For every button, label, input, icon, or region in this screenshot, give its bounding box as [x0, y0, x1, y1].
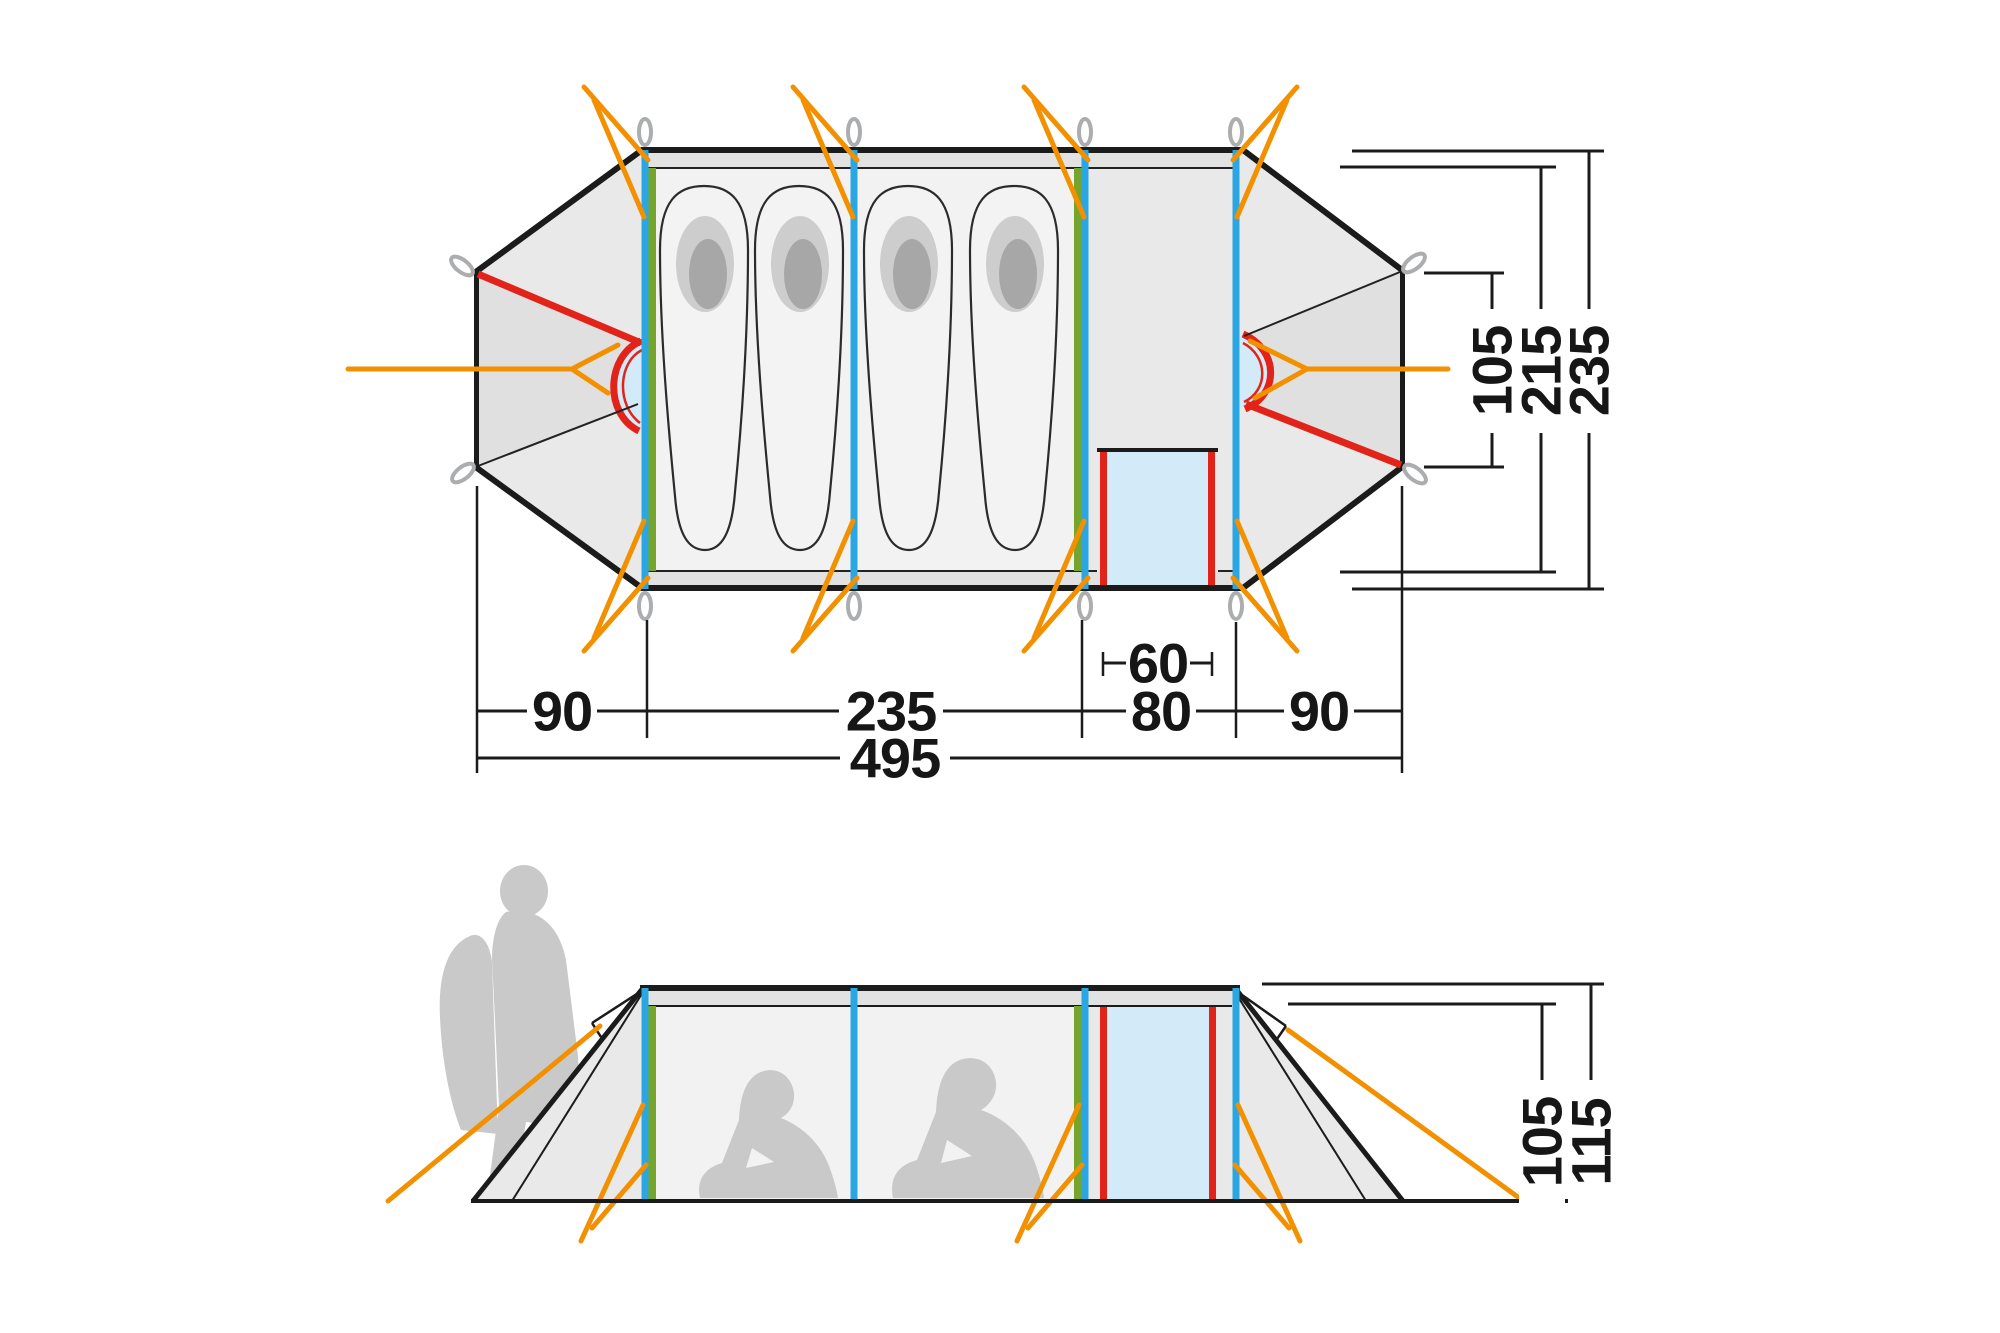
dim-label: 80	[1131, 680, 1191, 743]
sleeping-bag-hoods	[676, 216, 1044, 312]
dim-label: 90	[1289, 680, 1349, 743]
side-label-gaps	[1519, 1080, 1614, 1204]
dim-label: 105	[1461, 326, 1524, 416]
vestibule-thin-lines	[477, 271, 1401, 467]
dim-label: 105	[1511, 1097, 1574, 1187]
side-dimension-labels: 105 115	[1511, 1097, 1623, 1187]
vestibule-doors-red	[476, 270, 1403, 469]
door-pane	[1103, 1007, 1212, 1201]
peg-icon	[637, 591, 653, 621]
dim-label: 60	[1128, 632, 1188, 695]
guy-lines-plan	[345, 84, 1451, 654]
top-view-floor-plan: 90 235 80 90 495 60 105 215 235	[345, 84, 1621, 790]
inner-tent-green-strips	[648, 168, 1082, 571]
tent-poles-blue	[641, 150, 1240, 589]
sitting-person	[892, 1058, 1044, 1198]
peg-icon	[1228, 117, 1244, 147]
door-pane	[1103, 450, 1212, 585]
dim-label: 495	[850, 727, 940, 790]
peg-icon	[1077, 117, 1093, 147]
guy-lines-side	[385, 1023, 1525, 1244]
roof-band	[646, 991, 1234, 1005]
peg-icon	[637, 117, 653, 147]
dim-label: 115	[1560, 1098, 1623, 1185]
door-edge-red	[1208, 450, 1215, 585]
door-edge-red	[1100, 450, 1107, 585]
dim-label: 235	[846, 680, 936, 743]
peg-icon	[846, 117, 862, 147]
tent-pegs-plan	[449, 117, 1428, 621]
peg-icon	[1228, 591, 1244, 621]
dim-label: 215	[1510, 326, 1573, 416]
door-edge-red	[1209, 1006, 1216, 1201]
sitting-people-silhouettes	[699, 1058, 1044, 1198]
side-structure-lines	[471, 985, 1405, 1203]
peg-icon	[450, 461, 476, 485]
door-edge-red	[1100, 1006, 1107, 1201]
peg-icon	[846, 591, 862, 621]
entrance-door-side	[1100, 1006, 1216, 1201]
peg-icon	[1402, 462, 1428, 486]
left-door-pane	[616, 343, 643, 430]
peg-icon	[449, 254, 475, 278]
dim-label: 235	[1558, 326, 1621, 416]
entrance-door-plan	[1097, 448, 1218, 585]
dim-label: 90	[532, 680, 592, 743]
edge-bands	[644, 153, 1238, 585]
label-gaps	[527, 309, 1612, 781]
peg-icon	[1401, 251, 1427, 275]
side-view-elevation: 105 115	[385, 865, 1623, 1244]
sitting-person	[699, 1070, 838, 1198]
peg-icon	[1077, 591, 1093, 621]
plan-dimension-labels: 90 235 80 90 495 60 105 215 235	[532, 326, 1621, 790]
